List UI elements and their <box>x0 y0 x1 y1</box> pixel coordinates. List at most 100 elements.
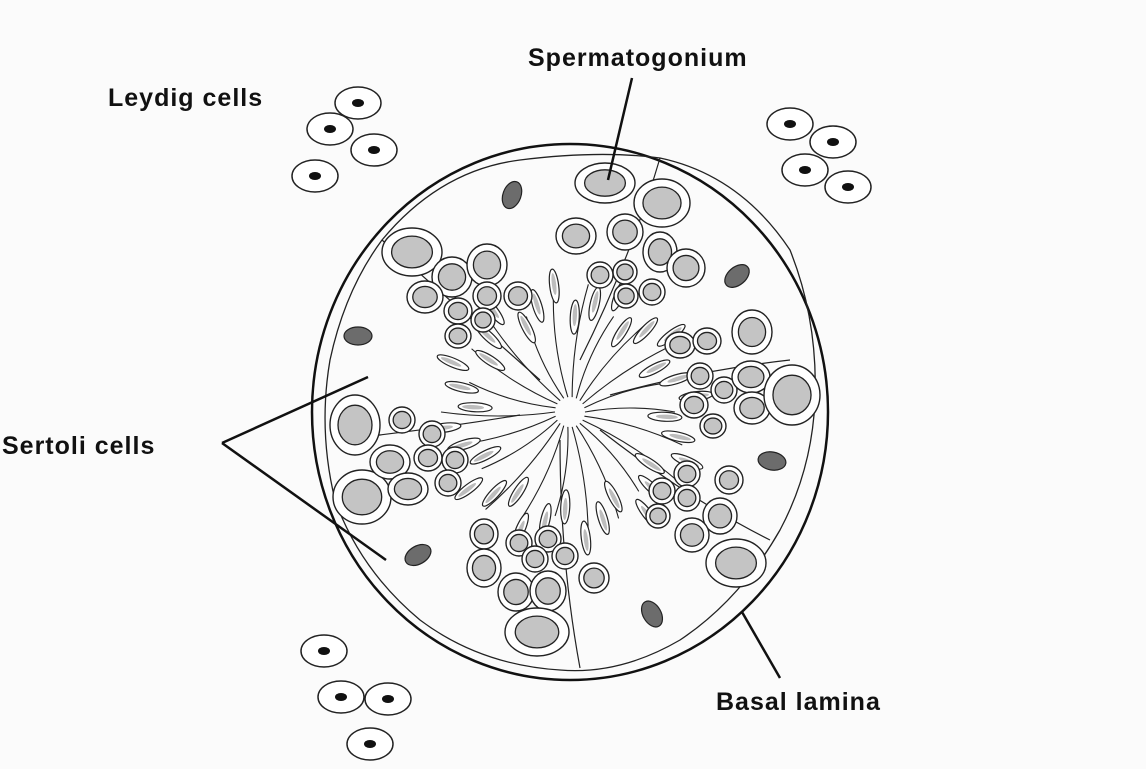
sertoli-cells-label: Sertoli cells <box>2 432 155 460</box>
germ-cell-nucleus <box>472 555 495 580</box>
germ-cell-nucleus <box>448 302 467 319</box>
germ-cell-nucleus <box>562 224 589 248</box>
leydig-nucleus <box>364 740 376 748</box>
sperm-tail <box>584 382 670 407</box>
germ-cell-nucleus <box>446 451 464 468</box>
sertoli-nucleus <box>757 450 788 473</box>
germ-cell-nucleus <box>473 251 500 279</box>
germ-cell-nucleus <box>423 425 441 442</box>
germ-cell-nucleus <box>719 471 738 489</box>
spermatid <box>444 379 479 395</box>
germ-cell-nucleus <box>392 236 433 268</box>
sperm-tail <box>585 408 675 412</box>
germ-cell-nucleus <box>678 465 696 482</box>
spermatid <box>480 478 510 509</box>
germ-cell-nucleus <box>474 524 493 544</box>
germ-cell-nucleus <box>673 255 699 280</box>
germ-cell-nucleus <box>449 328 467 344</box>
leydig-nucleus <box>799 166 811 174</box>
germ-cells <box>330 163 820 656</box>
leydig-cells-label: Leydig cells <box>108 84 263 112</box>
sertoli-nucleus <box>344 327 372 345</box>
basal-lamina-label: Basal lamina <box>716 688 881 716</box>
germ-cell-nucleus <box>556 547 574 564</box>
spermatid <box>602 479 626 513</box>
germ-cell-nucleus <box>338 405 372 445</box>
germ-cell-nucleus <box>617 264 633 280</box>
germ-cell-nucleus <box>670 336 690 353</box>
sperm-tail <box>553 296 568 397</box>
spermatid <box>548 269 561 304</box>
leydig-nucleus <box>842 183 854 191</box>
germ-cell-nucleus <box>691 367 709 384</box>
germ-cell-nucleus <box>394 478 421 499</box>
germ-cell-nucleus <box>475 312 491 328</box>
germ-cell-nucleus <box>643 283 661 300</box>
sertoli-nucleus <box>499 179 525 211</box>
germ-cell-nucleus <box>376 451 403 473</box>
germ-cell-nucleus <box>738 317 765 346</box>
leydig-nucleus <box>324 125 336 133</box>
leydig-nucleus <box>784 120 796 128</box>
germ-cell-nucleus <box>477 287 496 305</box>
spermatid <box>458 402 492 413</box>
germ-cell-nucleus <box>650 508 666 524</box>
leydig-nucleus <box>382 695 394 703</box>
leydig-nucleus <box>368 146 380 154</box>
leydig-nucleus <box>318 647 330 655</box>
germ-cell-nucleus <box>613 220 637 244</box>
germ-cell-nucleus <box>708 504 731 528</box>
germ-cell-nucleus <box>740 397 764 418</box>
germ-cell-nucleus <box>504 579 528 604</box>
spermatid <box>631 315 661 346</box>
germ-cell-nucleus <box>653 482 671 499</box>
spermatid <box>648 411 682 422</box>
germ-cell-nucleus <box>715 381 733 398</box>
germ-cell-nucleus <box>591 266 609 283</box>
germ-cell-nucleus <box>773 375 811 415</box>
germ-cell-nucleus <box>697 332 716 349</box>
leydig-nucleus <box>352 99 364 107</box>
germ-cell-nucleus <box>738 366 764 387</box>
spermatid <box>505 475 531 508</box>
spermatogonium-leader-line <box>608 78 632 180</box>
spermatid <box>468 444 502 468</box>
germ-cell-nucleus <box>393 411 411 428</box>
sertoli-nucleus <box>637 597 667 630</box>
spermatid <box>633 451 666 477</box>
germ-cell-nucleus <box>508 287 527 305</box>
spermatid <box>579 521 592 556</box>
germ-cell-nucleus <box>584 568 604 588</box>
germ-cell-nucleus <box>510 534 528 551</box>
germ-cell-nucleus <box>618 288 634 304</box>
leydig-nucleus <box>827 138 839 146</box>
sertoli-nucleus <box>401 540 434 570</box>
germ-cell-nucleus <box>439 474 457 491</box>
germ-cell-nucleus <box>418 449 437 466</box>
spermatid <box>436 352 471 374</box>
germ-cell-nucleus <box>526 550 544 567</box>
germ-cell-nucleus <box>680 524 703 546</box>
basal-lamina-leader-line <box>742 612 780 678</box>
sperm-tail <box>521 426 563 519</box>
germ-cell-nucleus <box>438 264 465 290</box>
germ-cell-nucleus <box>536 578 560 604</box>
germ-cell-nucleus <box>643 187 681 219</box>
germ-cell-nucleus <box>704 418 722 434</box>
germ-cell-nucleus <box>716 547 757 579</box>
germ-cell-nucleus <box>539 530 557 547</box>
sperm-tail <box>441 412 555 416</box>
germ-cell-nucleus <box>413 286 437 307</box>
spermatid <box>593 501 612 536</box>
leydig-nucleus <box>335 693 347 701</box>
germ-cell-nucleus <box>678 489 696 506</box>
spermatid <box>609 315 635 348</box>
sperm-tail <box>583 342 679 404</box>
germ-cell-nucleus <box>684 396 703 413</box>
spermatogonium-label: Spermatogonium <box>528 44 748 72</box>
germ-cell-nucleus <box>585 170 626 196</box>
leydig-nucleus <box>309 172 321 180</box>
spermatid <box>473 347 506 373</box>
